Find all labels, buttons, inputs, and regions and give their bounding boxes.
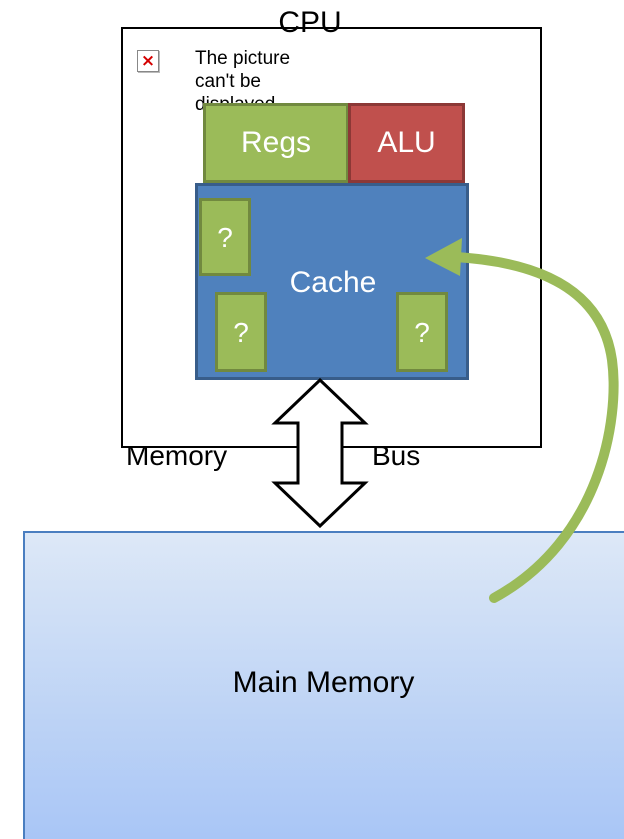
cache-slot: ? xyxy=(199,198,251,276)
main-memory-label: Main Memory xyxy=(232,666,415,699)
memory-bus-label-right: Bus xyxy=(372,440,421,471)
registers-block: Regs xyxy=(203,103,349,183)
cache-slot: ? xyxy=(215,292,267,372)
cache-label: Cache xyxy=(289,266,377,299)
alu-block: ALU xyxy=(348,103,465,183)
cpu-title: CPU xyxy=(278,6,342,39)
memory-bus-label-left: Memory xyxy=(126,440,228,471)
cache-slot: ? xyxy=(396,292,448,372)
memory-bus-arrow xyxy=(271,378,369,528)
broken-image-icon: × xyxy=(137,50,159,72)
